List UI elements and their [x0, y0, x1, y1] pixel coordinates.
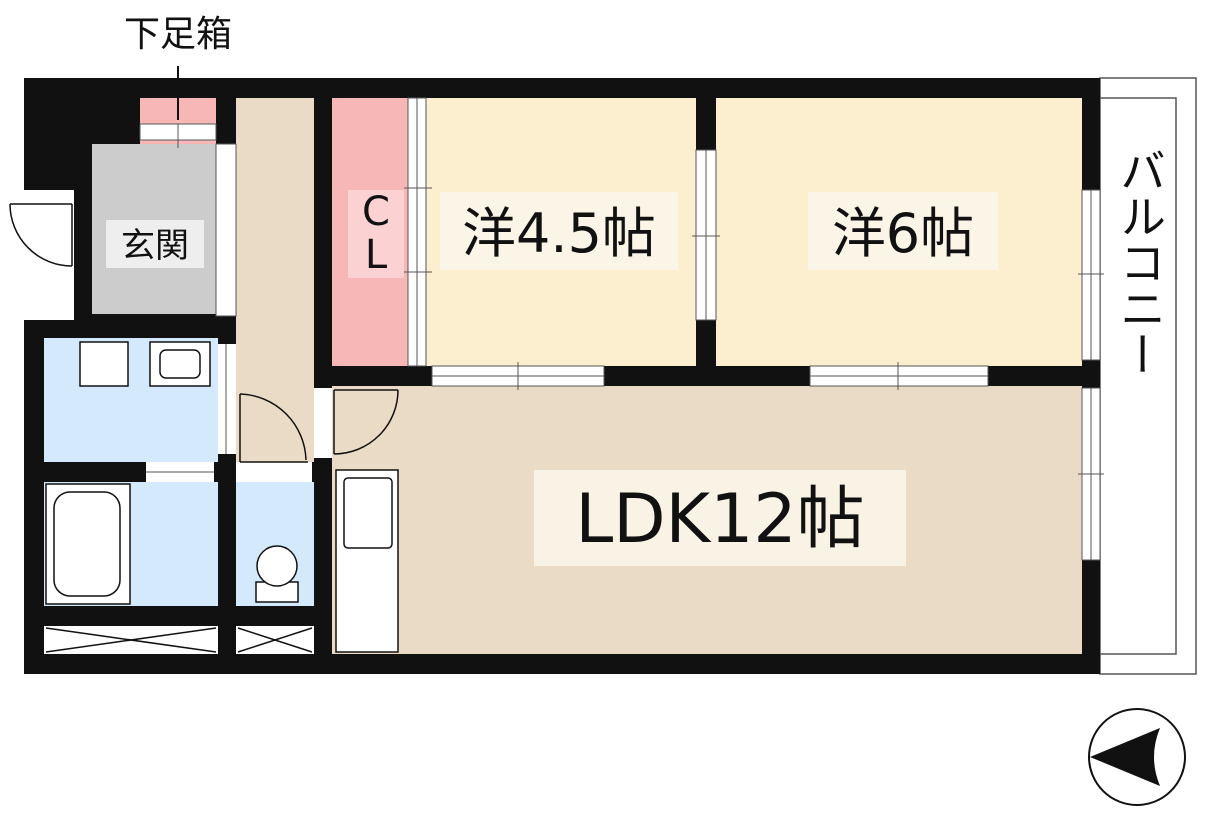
washbasin-icon [149, 341, 211, 387]
door-swing-icon [314, 388, 399, 458]
room-western-45-label: 洋4.5帖 [462, 202, 656, 265]
bathtub-icon [45, 483, 131, 605]
toilet-icon [255, 545, 299, 603]
hallway [236, 98, 314, 462]
door-swing-icon [9, 203, 73, 267]
entrance-label: 玄関 [121, 226, 189, 266]
north-arrow-icon [1088, 708, 1186, 806]
washer-icon [79, 341, 129, 387]
balcony-label: バルコニー [1113, 147, 1167, 377]
door-swing-icon [236, 393, 312, 482]
room-western-6-label: 洋6帖 [832, 202, 974, 265]
balcony [1099, 77, 1197, 675]
closet-label-c: C [362, 189, 390, 235]
closet-label-l: L [365, 232, 388, 278]
kitchen-sink-icon [335, 469, 399, 653]
ldk-label: LDK12帖 [575, 480, 864, 559]
shoe-box-label: 下足箱 [124, 14, 232, 55]
